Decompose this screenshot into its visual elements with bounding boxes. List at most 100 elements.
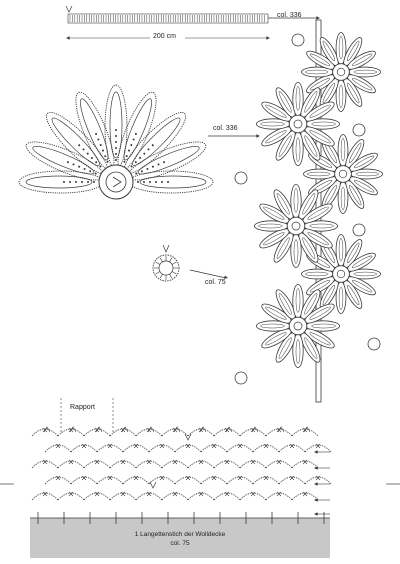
mesh-chain-arch xyxy=(44,444,72,453)
flower-petal-inner xyxy=(340,186,346,210)
flower-petal-inner xyxy=(322,40,336,62)
mesh-stitch-cross xyxy=(211,475,217,481)
fan-stitch-dot xyxy=(63,181,65,183)
mesh-stitch-cross xyxy=(224,491,230,497)
flower-petal xyxy=(292,284,304,319)
flower-center-outer xyxy=(288,114,308,134)
small-col-arrow-head xyxy=(224,275,228,279)
mesh-chain-arch xyxy=(187,492,215,501)
small-col-arrow-shaft xyxy=(189,269,227,279)
dimension-arrow-right xyxy=(266,36,270,40)
fan-stitch-dot xyxy=(89,170,92,173)
mesh-stitch-cross xyxy=(237,475,243,481)
small-motif-stitch xyxy=(155,271,161,275)
flower-petal-inner xyxy=(348,142,362,164)
flower-petal-inner xyxy=(353,155,375,169)
mesh-chain-arch xyxy=(161,492,189,501)
mesh-stitch-cross xyxy=(224,459,230,465)
fan-petal-inner xyxy=(109,91,123,159)
fan-petal xyxy=(75,91,115,171)
flower-petal-inner xyxy=(278,91,292,113)
fan-stitch-dot xyxy=(115,153,117,155)
flower-petal-inner xyxy=(278,135,292,157)
mesh-picot xyxy=(121,426,129,433)
flower-petal-inner xyxy=(265,306,287,320)
flower-petal-inner xyxy=(322,82,336,104)
fan-stitch-dot xyxy=(115,159,117,161)
rapport-label: Rapport xyxy=(70,404,95,411)
flower-petal-inner xyxy=(346,82,360,104)
fan-stitch-dot xyxy=(130,165,133,168)
mesh-chain-arch xyxy=(109,492,137,501)
flower-petal-inner xyxy=(304,135,318,157)
flower-petal-inner xyxy=(293,239,299,264)
flower-petal-inner xyxy=(295,339,301,364)
fan-petal xyxy=(45,111,109,175)
small-motif-stitch xyxy=(169,273,173,279)
fan-stitch-dot xyxy=(90,156,93,159)
mesh-chain-arch xyxy=(135,460,163,469)
flower-petal-inner xyxy=(346,284,360,306)
fan-stitch-dot xyxy=(83,167,86,170)
mesh-chain-arch xyxy=(226,444,254,453)
mesh-stitch-cross xyxy=(120,491,126,497)
flower-center-inner xyxy=(336,67,346,77)
flower-motif xyxy=(254,184,338,268)
mesh-stitch-cross xyxy=(172,459,178,465)
fan-stitch-dot xyxy=(147,148,150,151)
mesh-chain-arch xyxy=(96,444,124,453)
fan-stitch-dot xyxy=(75,181,77,183)
mesh-chain-arch xyxy=(70,444,98,453)
fan-stitch-dot xyxy=(99,144,102,147)
flower-petal xyxy=(319,37,339,67)
flower-petal xyxy=(343,77,363,107)
mesh-chain-arch xyxy=(213,460,241,469)
mesh-stitch-cross xyxy=(146,459,152,465)
mesh-stitch-cross xyxy=(159,443,165,449)
mesh-picot xyxy=(43,426,51,433)
fan-stitch-dot xyxy=(95,161,98,164)
mesh-stitch-cross xyxy=(81,443,87,449)
mesh-chain-arch xyxy=(174,444,202,453)
row-direction-arrow-head xyxy=(314,512,318,516)
mesh-chain-arch xyxy=(265,492,293,501)
fan-stitch-dot xyxy=(86,152,89,155)
fan-stitch-dot xyxy=(97,138,100,141)
fan-stitch-dot xyxy=(155,181,157,183)
small-motif-outer xyxy=(152,254,180,282)
mesh-stitch-cross xyxy=(133,443,139,449)
mesh-stitch-cross xyxy=(55,475,61,481)
mesh-chain-arch xyxy=(200,444,228,453)
flower-petal-inner xyxy=(304,337,318,359)
mesh-chain-arch xyxy=(252,476,280,485)
mesh-stitch-cross xyxy=(133,475,139,481)
dimension-arrow-left xyxy=(66,36,70,40)
flower-petal-inner xyxy=(340,138,346,162)
fan-stitch-dot xyxy=(143,152,146,155)
mesh-stitch-cross xyxy=(250,491,256,497)
base-caption-line1: 1 Langettenstich der Wolldecke xyxy=(134,531,226,538)
mesh-chain-arch xyxy=(265,460,293,469)
fan-stitch-dot xyxy=(95,132,98,135)
fan-stitch-dot xyxy=(106,160,109,163)
mesh-chain-arch xyxy=(213,428,241,437)
fan-stitch-dot xyxy=(134,132,137,135)
flower-petal-inner xyxy=(311,121,336,127)
mesh-picot xyxy=(303,426,311,433)
flower-center-inner xyxy=(293,119,303,129)
mesh-chain-arch xyxy=(291,492,319,501)
mesh-start-mark-icon xyxy=(184,433,192,441)
fan-petal-inner xyxy=(139,175,207,189)
fan-stitch-dot xyxy=(161,181,163,183)
fan-stitch-dot xyxy=(82,148,85,151)
fan-stitch-dot xyxy=(157,163,160,166)
fan-stitch-dot xyxy=(115,141,117,143)
mesh-picot xyxy=(95,426,103,433)
edging-mesh-chart xyxy=(0,398,400,558)
fan-stitch-dot xyxy=(167,181,169,183)
flower-petal-inner xyxy=(265,130,287,144)
mesh-stitch-cross xyxy=(263,443,269,449)
flower-petal-inner xyxy=(260,121,285,127)
flower-petal-inner xyxy=(309,223,334,229)
